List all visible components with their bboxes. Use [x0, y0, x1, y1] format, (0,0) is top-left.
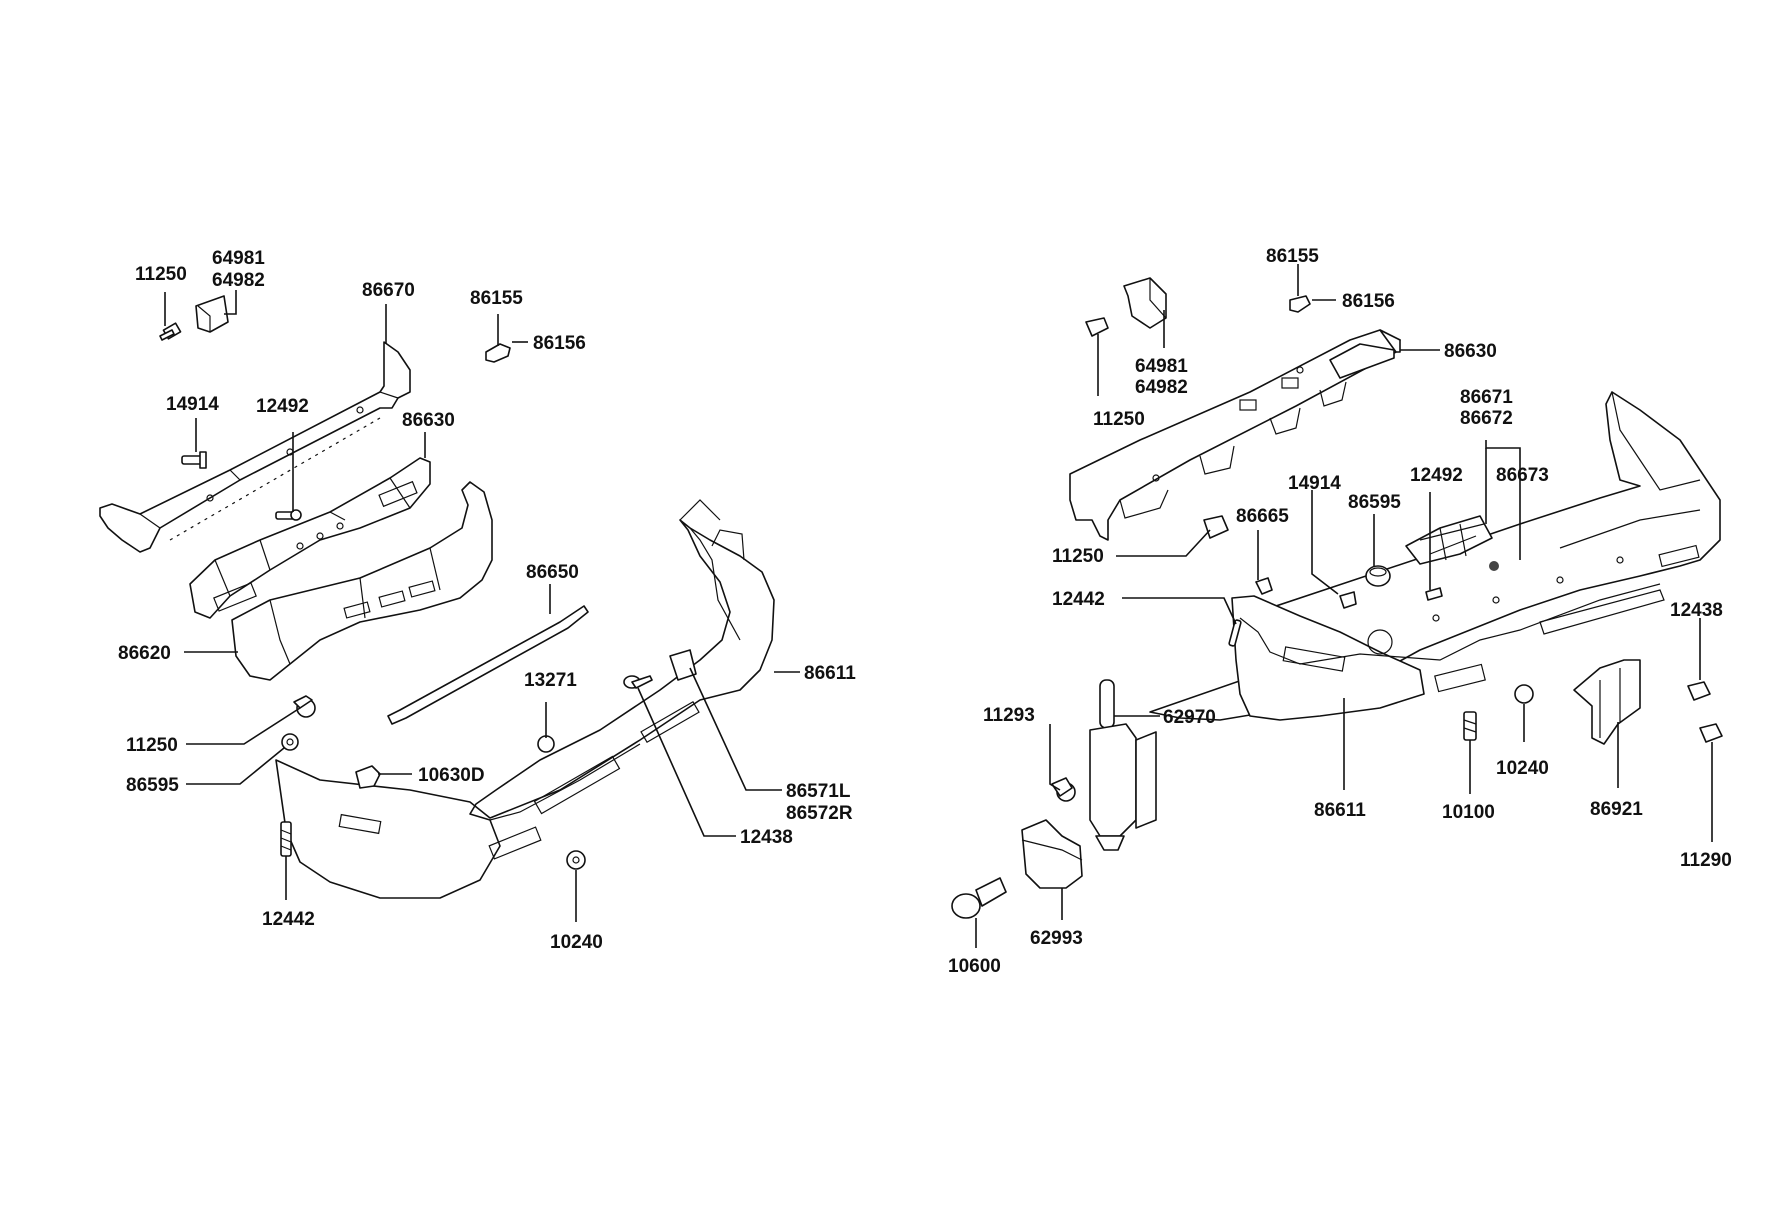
rear-fasteners: [951, 277, 1723, 919]
label-86671: 86671: [1460, 387, 1513, 408]
label-86595-front: 86595: [126, 775, 179, 796]
label-86672: 86672: [1460, 408, 1513, 429]
label-86921: 86921: [1590, 799, 1643, 820]
label-10600: 10600: [948, 956, 1001, 977]
label-86156-rear: 86156: [1342, 291, 1395, 312]
bracket-86921: [1573, 659, 1641, 745]
label-86572R: 86572R: [786, 803, 853, 824]
nut-10240-rear: [1514, 684, 1534, 704]
cover-62993: [1021, 819, 1083, 889]
label-12492-rear: 12492: [1410, 465, 1463, 486]
bolt-11250-rear-top: [1085, 317, 1109, 337]
label-86571L: 86571L: [786, 781, 851, 802]
front-fasteners: [159, 295, 697, 870]
label-62993: 62993: [1030, 928, 1083, 949]
screw-12442: [280, 821, 292, 857]
label-12438-front: 12438: [740, 827, 793, 848]
label-10240-front: 10240: [550, 932, 603, 953]
label-11250-rear-mid: 11250: [1052, 546, 1104, 567]
grommet-86595-rear: [1365, 565, 1391, 587]
label-86611-front: 86611: [804, 663, 856, 684]
rear-assembly: 86155 86156 86630 64981 64982 11250 8667…: [948, 246, 1732, 977]
pin-12492-rear: [1425, 587, 1443, 601]
label-10240-rear: 10240: [1496, 758, 1549, 779]
label-12442-rear: 12442: [1052, 589, 1105, 610]
label-86665: 86665: [1236, 506, 1289, 527]
clip-10630D: [355, 765, 381, 789]
nut-86595: [281, 733, 299, 751]
label-64982-front: 64982: [212, 270, 265, 291]
part-86611-front-bumper: [275, 499, 775, 899]
label-86650: 86650: [526, 562, 579, 583]
pad-86673: [1489, 561, 1499, 571]
label-86620: 86620: [118, 643, 171, 664]
pin-14914-rear: [1339, 591, 1357, 609]
bolt-11250-top: [159, 322, 182, 341]
label-14914-rear: 14914: [1288, 473, 1341, 494]
label-86670: 86670: [362, 280, 415, 301]
label-86611-rear: 86611: [1314, 800, 1366, 821]
part-86630-rear-beam: [1069, 329, 1401, 541]
label-12438-rear: 12438: [1670, 600, 1723, 621]
label-10100: 10100: [1442, 802, 1495, 823]
part-86620-cover: [231, 481, 493, 681]
part-86650-strip: [387, 605, 589, 725]
label-11250-rear-top: 11250: [1093, 409, 1145, 430]
screw-86155-rear: [1289, 295, 1311, 313]
screw-86155: [485, 343, 511, 363]
bracket-86571L: [669, 649, 697, 681]
clip-64981: [195, 295, 229, 333]
rear-leaders: [975, 264, 1713, 948]
label-11250-front-top: 11250: [135, 264, 187, 285]
bolt-10600: [951, 877, 1007, 919]
label-86156-front: 86156: [533, 333, 586, 354]
screw-12438-rear: [1687, 681, 1711, 701]
clip-64981-rear: [1123, 277, 1167, 329]
bolt-10100: [1463, 711, 1477, 741]
rear-labels: 86155 86156 86630 64981 64982 11250 8667…: [948, 246, 1732, 977]
label-64982-rear: 64982: [1135, 377, 1188, 398]
bolt-11290: [1699, 723, 1723, 743]
front-labels: 11250 64981 64982 86670 86155 86156 1491…: [118, 248, 856, 953]
label-62970: 62970: [1163, 707, 1216, 728]
screw-12438: [623, 675, 653, 689]
pin-12492: [275, 509, 302, 521]
screw-12442-rear: [1228, 619, 1242, 647]
bolt-11250-rear-mid: [1203, 515, 1229, 539]
bolt-11293: [1051, 777, 1076, 802]
label-86630-front: 86630: [402, 410, 455, 431]
label-86155-front: 86155: [470, 288, 523, 309]
part-86671-plate: [1405, 515, 1493, 565]
label-86673: 86673: [1496, 465, 1549, 486]
hinge-62970: [1089, 679, 1157, 851]
label-10630D: 10630D: [418, 765, 485, 786]
label-86595-rear: 86595: [1348, 492, 1401, 513]
label-11290: 11290: [1680, 850, 1732, 871]
bolt-11250-low: [293, 695, 316, 718]
label-14914-front: 14914: [166, 394, 219, 415]
pin-14914: [181, 451, 207, 469]
clip-86665: [1255, 577, 1273, 595]
label-11250-front-low: 11250: [126, 735, 178, 756]
front-leaders: [164, 290, 800, 922]
label-64981-front: 64981: [212, 248, 265, 269]
label-64981-rear: 64981: [1135, 356, 1188, 377]
part-86670-bracket: [99, 341, 411, 553]
label-86630-rear: 86630: [1444, 341, 1497, 362]
label-13271: 13271: [524, 670, 577, 691]
nut-10240: [566, 850, 586, 870]
label-86155-rear: 86155: [1266, 246, 1319, 267]
part-86630-absorber: [189, 457, 431, 619]
label-12492-front: 12492: [256, 396, 309, 417]
nut-13271: [537, 735, 555, 753]
front-assembly: 11250 64981 64982 86670 86155 86156 1491…: [99, 248, 856, 953]
label-11293: 11293: [983, 705, 1035, 726]
label-12442-front: 12442: [262, 909, 315, 930]
